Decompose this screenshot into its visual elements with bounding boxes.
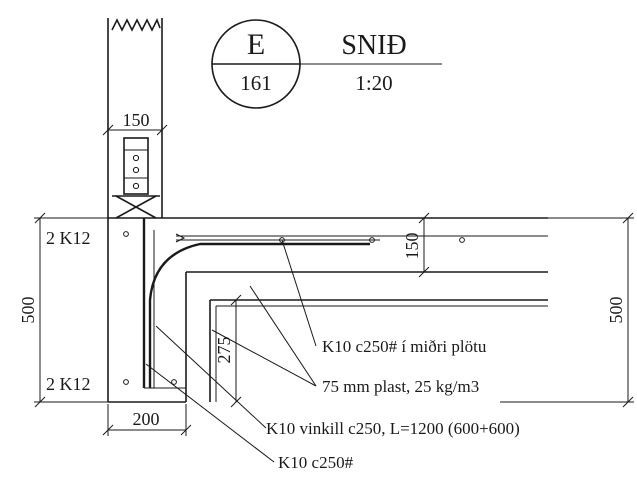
wall-anchor-dot <box>132 154 140 162</box>
rebar-dot <box>123 379 129 385</box>
dim-tick <box>622 396 634 408</box>
leader-lines <box>145 239 317 463</box>
dim-tick <box>34 212 46 224</box>
callout-mesh: K10 c250# <box>278 453 354 472</box>
rebar-hook <box>175 233 186 243</box>
rebar-dot <box>171 379 177 385</box>
dim-wall-width: 150 <box>123 110 150 130</box>
angle-bar <box>148 242 370 388</box>
leader-plastic-1 <box>249 285 317 387</box>
leader-mesh <box>145 363 275 463</box>
section-scale: 1:20 <box>355 71 392 95</box>
wall-anchor-dot <box>132 182 140 190</box>
wall <box>107 18 163 219</box>
leader-angle-bar <box>155 325 267 429</box>
rebar-dot <box>279 237 285 243</box>
leader-mid-slab <box>281 239 317 347</box>
title-block: E 161 SNIÐ 1:20 <box>211 19 442 109</box>
detail-letter: E <box>247 28 265 61</box>
dim-inner-height: 275 <box>214 337 234 364</box>
slab-section <box>107 217 548 403</box>
dim-tick <box>418 266 430 278</box>
rebar-dot <box>459 237 465 243</box>
sheet-number: 161 <box>240 71 272 95</box>
dim-left-height: 500 <box>18 297 38 324</box>
dimension-lines: 150 200 500 500 150 275 <box>18 110 634 436</box>
wall-anchor-block <box>123 137 149 195</box>
leader-plastic-2 <box>211 329 317 387</box>
dim-right-height: 500 <box>606 297 626 324</box>
wall-base-cross <box>115 195 157 219</box>
dim-footing-width: 200 <box>133 409 160 429</box>
dim-tick <box>102 124 114 136</box>
callout-mid-slab: K10 c250# í miðri plötu <box>322 337 487 356</box>
rebar-dot <box>369 237 375 243</box>
dim-slab-thickness: 150 <box>402 233 422 260</box>
section-label: SNIÐ <box>341 30 406 61</box>
rebar-label-bottom: 2 K12 <box>46 374 91 394</box>
dim-tick <box>156 124 168 136</box>
dim-tick <box>34 396 46 408</box>
callout-plastic: 75 mm plast, 25 kg/m3 <box>322 377 479 396</box>
rebar-dot <box>123 231 129 237</box>
rebar-label-top: 2 K12 <box>46 228 91 248</box>
wall-break-line <box>111 18 161 32</box>
wall-anchor-dot <box>132 166 140 174</box>
dim-tick <box>230 396 242 408</box>
dim-tick <box>418 212 430 224</box>
callout-angle-bar: K10 vinkill c250, L=1200 (600+600) <box>266 419 520 438</box>
dim-tick <box>230 294 242 306</box>
dim-tick <box>622 212 634 224</box>
